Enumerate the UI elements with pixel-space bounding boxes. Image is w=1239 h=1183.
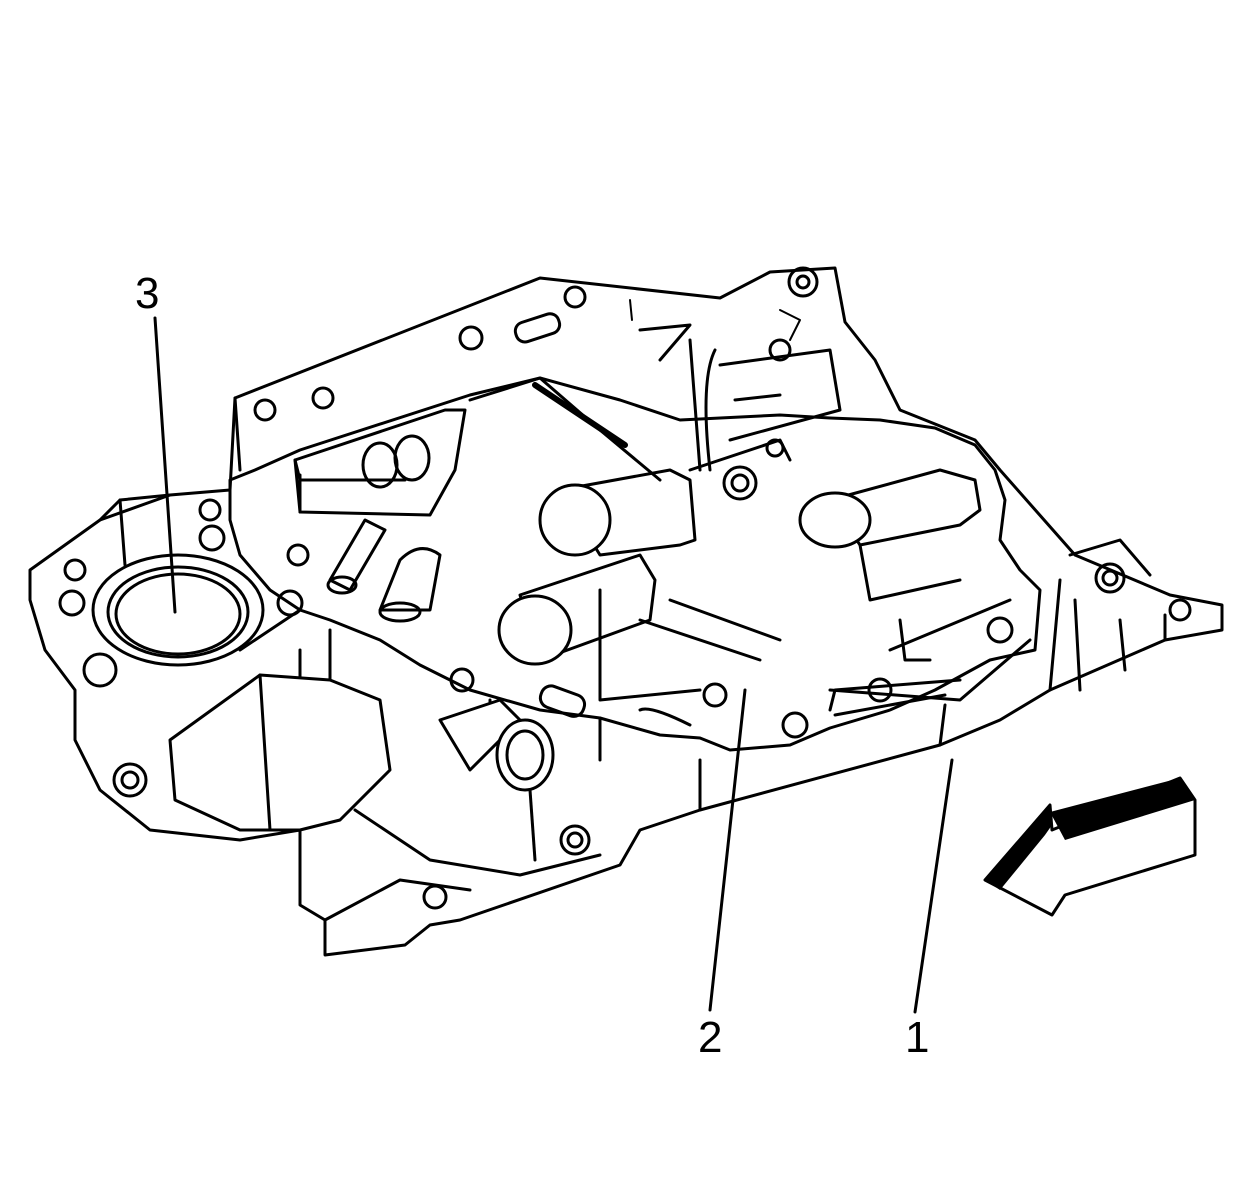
spools xyxy=(468,376,982,702)
tubes xyxy=(326,518,555,862)
direction-arrow-icon xyxy=(983,776,1197,917)
callout-labels: 3 2 1 xyxy=(135,269,929,1062)
callout-3-label: 3 xyxy=(135,269,159,318)
bracket xyxy=(629,299,842,472)
slots xyxy=(513,312,692,727)
callout-1-label: 1 xyxy=(905,1013,929,1062)
leader-3 xyxy=(153,316,177,614)
leader-2 xyxy=(708,688,747,1012)
left-block xyxy=(293,408,467,517)
leader-lines xyxy=(153,316,954,1014)
right-features xyxy=(828,538,1152,717)
bore-opening xyxy=(91,493,265,667)
leader-1 xyxy=(913,758,954,1014)
front-cover xyxy=(168,673,392,832)
callout-2-label: 2 xyxy=(698,1013,722,1062)
